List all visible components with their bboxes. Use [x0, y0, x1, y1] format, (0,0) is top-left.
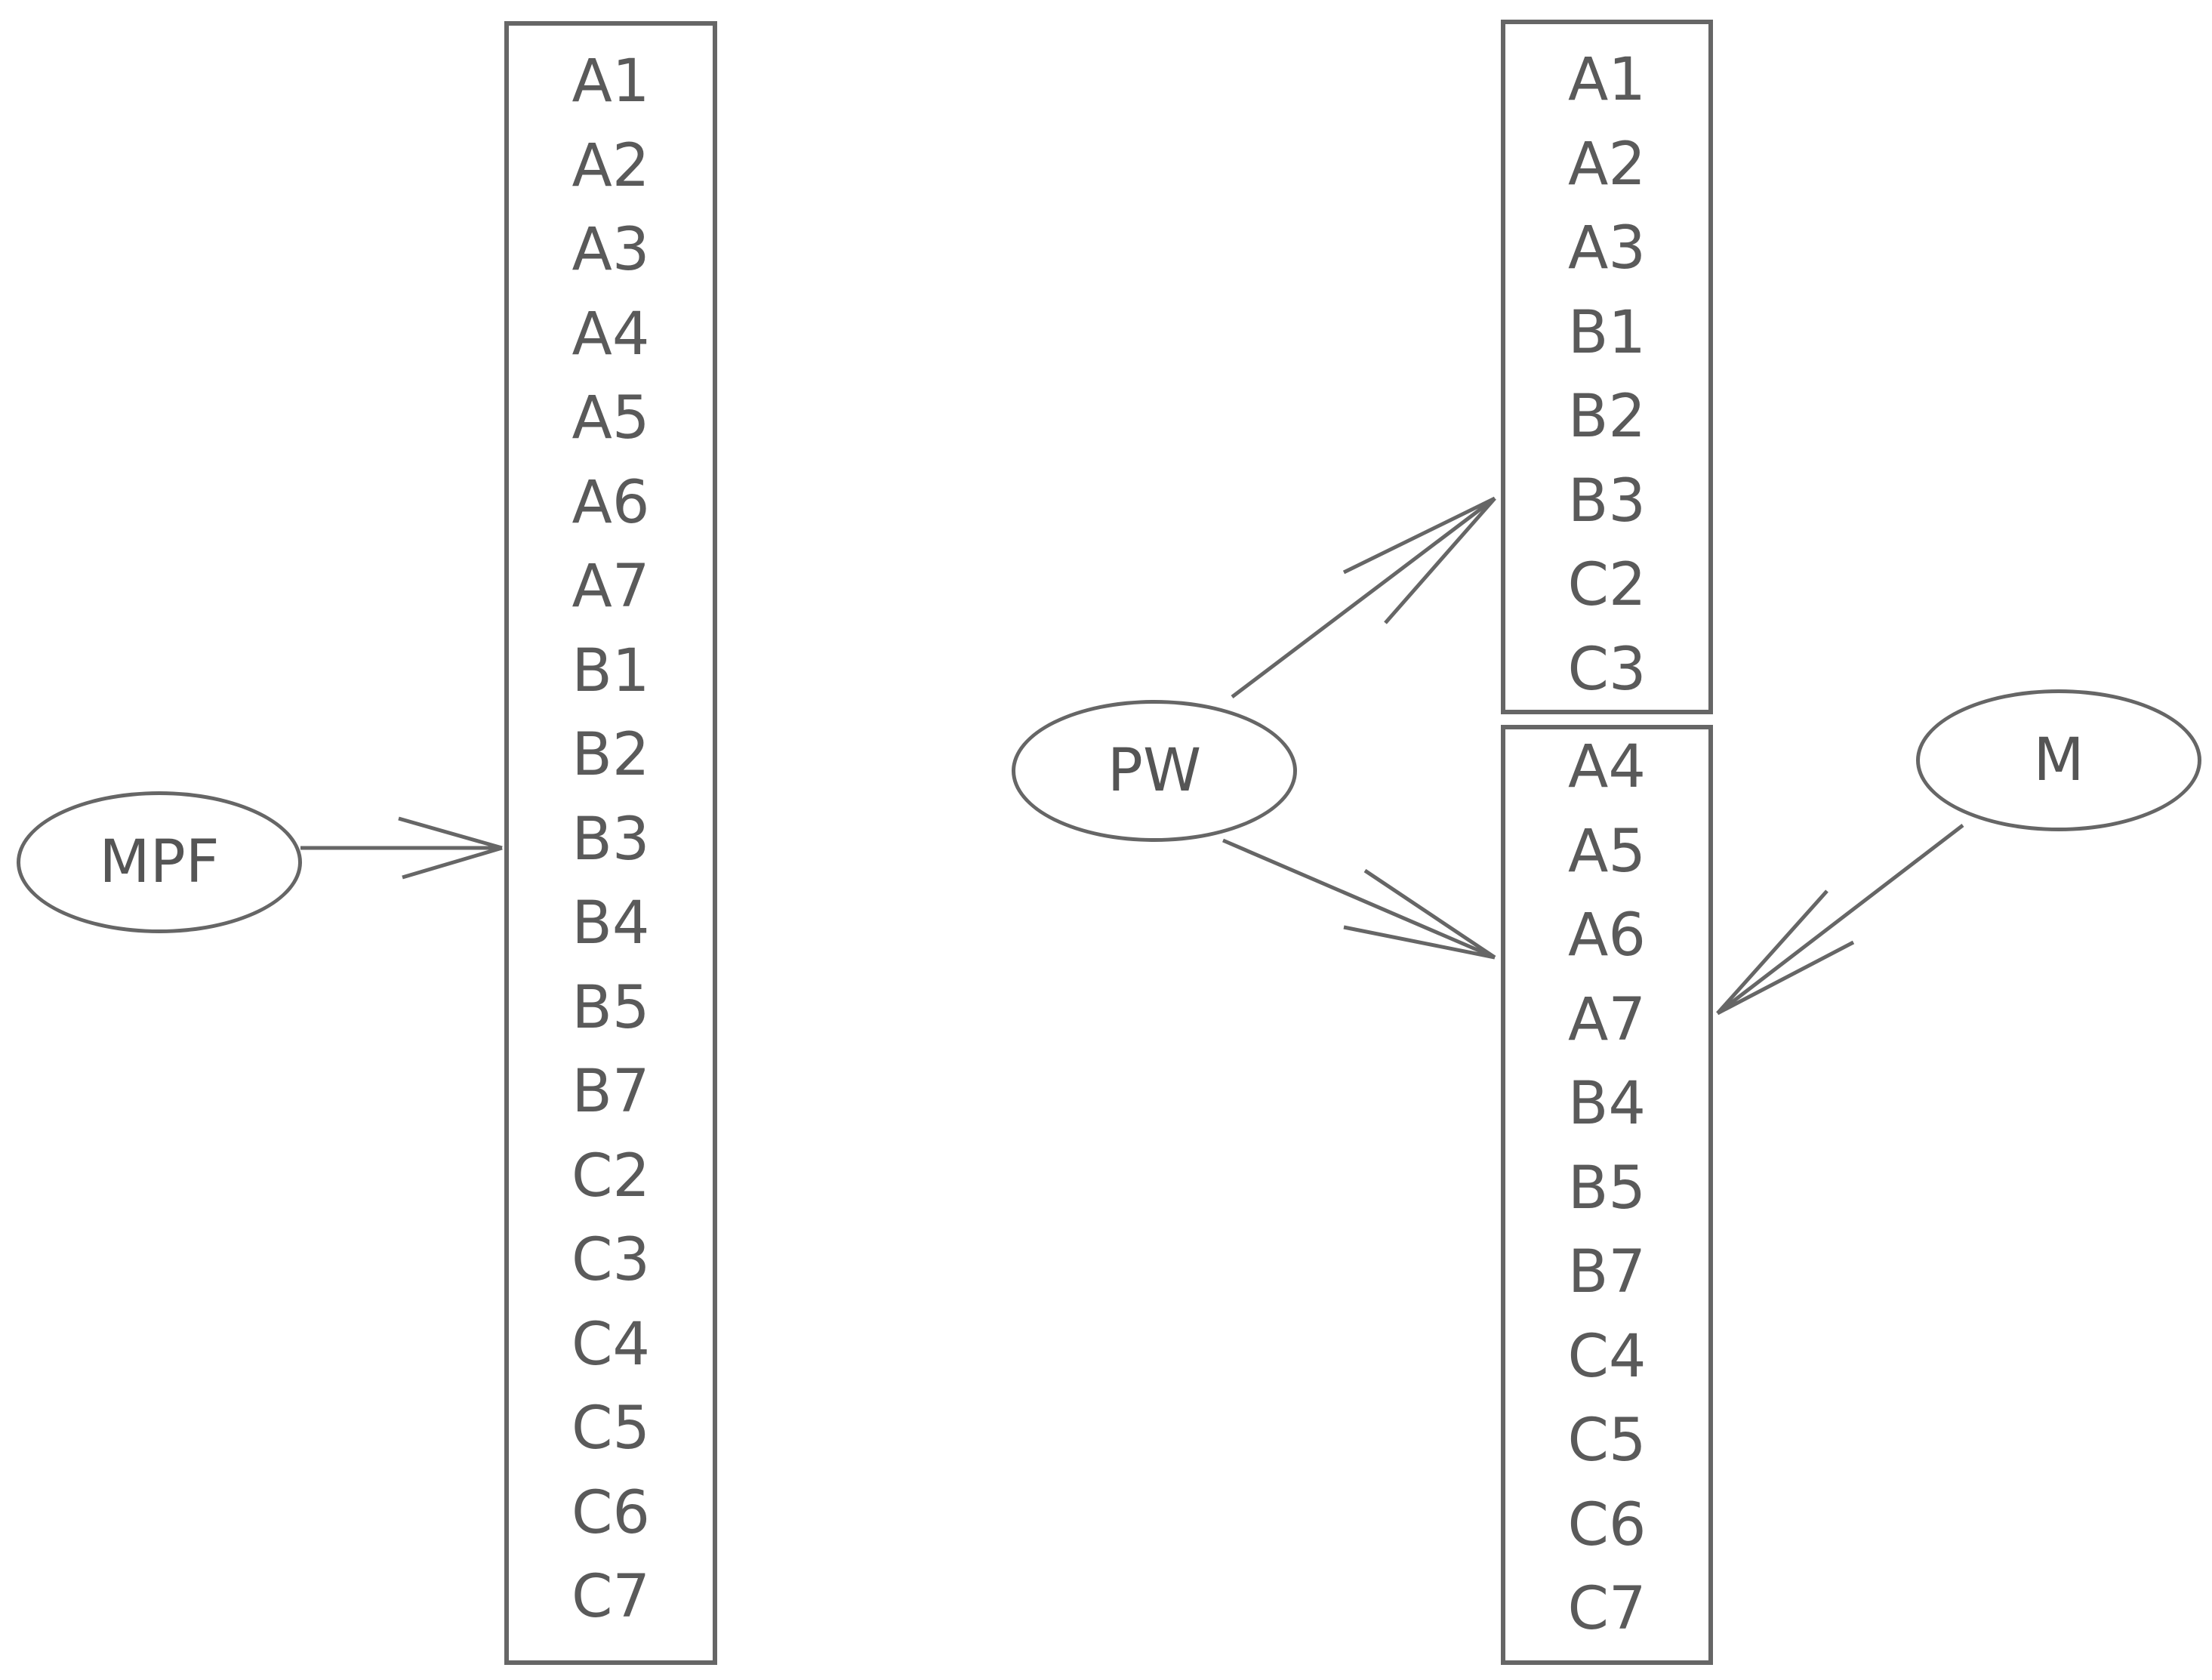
right-bottom-box-item: B7 — [1567, 1238, 1647, 1306]
right-top-box-item: B3 — [1567, 467, 1647, 535]
left-box-item: B3 — [571, 805, 650, 874]
left-box-item: B7 — [571, 1058, 650, 1126]
right-top-box-item: A2 — [1568, 130, 1646, 199]
right-top-box-item: C2 — [1567, 551, 1647, 619]
right-top-box-item: C3 — [1567, 635, 1647, 704]
right-bottom-box-item: C6 — [1567, 1490, 1647, 1559]
left-box-item: B2 — [571, 721, 650, 789]
left-box-item: C3 — [571, 1226, 651, 1294]
left-box-item: B1 — [571, 637, 650, 705]
edge-pw-to-right-top-box — [1231, 496, 1496, 698]
left-box-item: B5 — [571, 973, 650, 1042]
node-mpf: MPF — [17, 791, 302, 933]
edge-pw-to-right-bottom-box — [1222, 838, 1496, 960]
node-pw: PW — [1012, 700, 1297, 842]
edge-m-to-right-bottom-box — [1716, 824, 1964, 1016]
edge-mpf-to-left-box — [300, 816, 503, 880]
left-box-item: C4 — [571, 1310, 651, 1379]
right-bottom-box-item: A5 — [1568, 817, 1646, 886]
node-mpf-label: MPF — [99, 828, 220, 896]
right-bottom-box-item: A7 — [1568, 985, 1646, 1054]
node-m: M — [1916, 689, 2201, 831]
right-bottom-box-item: C7 — [1567, 1575, 1647, 1643]
right-bottom-box-item: B5 — [1567, 1154, 1647, 1222]
right-bottom-box-item: C4 — [1567, 1322, 1647, 1391]
left-box-item: C7 — [571, 1563, 651, 1631]
left-box-item: A6 — [571, 468, 650, 537]
right-top-box-item: B1 — [1567, 298, 1647, 367]
left-box-item: C6 — [571, 1478, 651, 1547]
right-bottom-box-item: A6 — [1568, 902, 1646, 969]
right-bottom-box-item: A4 — [1568, 733, 1646, 801]
right-bottom-box-item: B4 — [1567, 1070, 1647, 1138]
left-box-item: A1 — [571, 48, 650, 116]
left-box-item: A2 — [571, 131, 650, 200]
right-top-box-item: B2 — [1567, 383, 1647, 451]
left-box-item: B4 — [571, 889, 650, 957]
left-box-item: A4 — [571, 300, 650, 368]
left-box-item: A7 — [571, 553, 650, 621]
right-top-box-item: A3 — [1568, 214, 1646, 282]
left-box-item: C5 — [571, 1395, 651, 1463]
node-m-label: M — [2033, 726, 2084, 794]
right-top-box-item: A1 — [1568, 46, 1646, 114]
right-bottom-box-item: C5 — [1567, 1407, 1647, 1475]
node-pw-label: PW — [1107, 737, 1202, 805]
left-box-item: C2 — [571, 1142, 651, 1210]
left-box-item: A5 — [571, 384, 650, 452]
left-box-item: A3 — [571, 216, 650, 284]
